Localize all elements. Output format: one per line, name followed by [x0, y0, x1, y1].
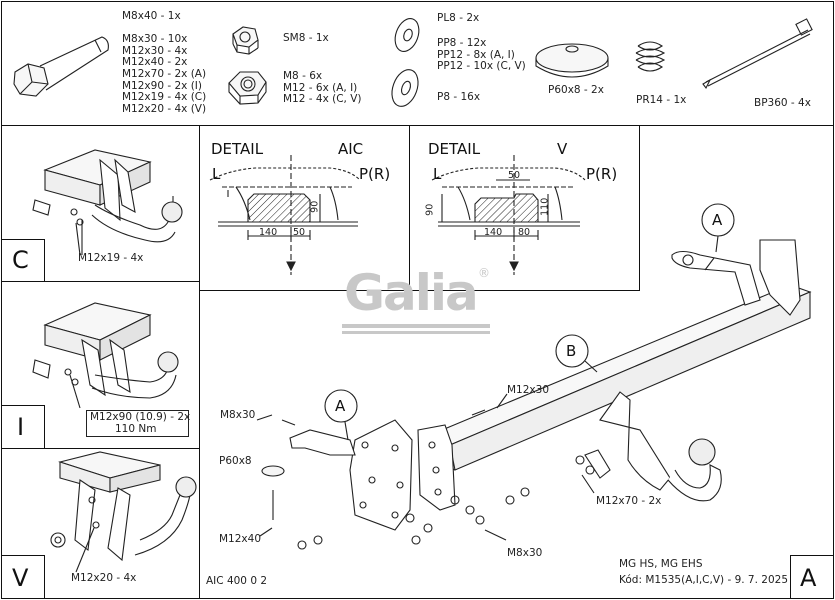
bolt-part-2: M8x30 - 10x: [122, 33, 188, 46]
detail-v-dim-80: 80: [518, 227, 531, 238]
detail-aic-dim-140: 140: [259, 227, 278, 238]
variant-v-box: [1, 555, 45, 599]
pp-part-list: PP8 - 12x PP12 - 8x (A, I) PP12 - 10x (C…: [437, 37, 526, 73]
variant-a-box: [790, 555, 834, 599]
bolt-part-4: M12x40 - 2x: [122, 56, 188, 69]
bolt-part-8: M12x20 - 4x (V): [122, 102, 207, 115]
pp-part-1: PP12 - 8x (A, I): [437, 48, 515, 61]
nut-part-list: M8 - 6x M12 - 6x (A, I) M12 - 4x (C, V): [283, 70, 362, 106]
detail-aic-left: L: [212, 165, 221, 183]
variant-v-letter: V: [12, 564, 29, 592]
bolt-part-5: M12x70 - 2x (A): [122, 67, 207, 80]
galia-logo-reg: ®: [478, 266, 490, 280]
bolt-icon: [13, 36, 109, 97]
variant-i-letter: I: [17, 413, 25, 441]
variant-c-letter: C: [12, 246, 29, 274]
variant-a-letter: A: [800, 564, 817, 592]
detail-v-dim-140: 140: [484, 227, 503, 238]
variant-i-torque-label: 110 Nm: [115, 423, 157, 435]
detail-aic-right: P(R): [359, 165, 391, 183]
pl8-label: PL8 - 2x: [437, 12, 480, 24]
nut-part-1: M12 - 6x (A, I): [283, 81, 358, 94]
variant-c-divider: [1, 281, 200, 282]
detail-v-right: P(R): [586, 165, 618, 183]
bp360-label: BP360 - 4x: [754, 97, 811, 109]
detail-v-dim-50: 50: [508, 170, 521, 181]
washer-small-icon: [394, 18, 420, 52]
detail-aic-title: DETAIL: [211, 140, 264, 158]
callout-b: B: [566, 342, 577, 360]
variant-c-bolt-label: M12x19 - 4x: [78, 252, 144, 264]
bolt-part-7: M12x19 - 4x (C): [122, 91, 207, 104]
galia-logo-underline-2: [342, 331, 490, 334]
pp-part-0: PP8 - 12x: [437, 37, 487, 49]
variant-i-divider: [1, 448, 200, 449]
assembly-m12x40: M12x40: [219, 533, 261, 545]
assembly-m12x70: M12x70 - 2x: [596, 495, 662, 507]
small-nut-icon: [232, 26, 259, 55]
sm8-label: SM8 - 1x: [283, 32, 329, 44]
variant-c-box: [1, 239, 45, 282]
footer-kod: Kód: M1535(A,I,C,V) - 9. 7. 2025: [619, 574, 789, 586]
washer-large-icon: [391, 69, 419, 107]
footer-code: AIC 400 0 2: [206, 575, 268, 587]
pr14-label: PR14 - 1x: [636, 94, 687, 106]
cable-tie-icon: [702, 18, 813, 90]
assembly-m12x30: M12x30: [507, 384, 549, 396]
bolt-part-0: M8x40 - 1x: [122, 10, 181, 22]
galia-logo: Galia ®: [340, 262, 492, 336]
detail-aic-code: AIC: [338, 140, 364, 158]
bolt-part-3: M12x30 - 4x: [122, 44, 188, 57]
detail-v-frame: [409, 125, 640, 291]
callout-a-top: A: [712, 211, 723, 229]
galia-logo-text: Galia: [344, 264, 479, 322]
detail-aic-dim-50: 50: [293, 227, 306, 238]
spring-washer-icon: [635, 41, 666, 72]
p60x8-part-label: P60x8 - 2x: [548, 84, 604, 96]
variant-v-drawing: [50, 451, 197, 573]
detail-v-code: V: [557, 140, 568, 158]
flat-washer-icon: [535, 43, 609, 78]
large-nut-icon: [228, 71, 267, 105]
assembly-m8x30-bottom: M8x30: [507, 547, 543, 559]
assembly-p60x8: P60x8: [219, 455, 252, 467]
detail-v-title: DETAIL: [428, 140, 481, 158]
variant-c-drawing: [32, 149, 183, 256]
nut-part-0: M8 - 6x: [283, 70, 323, 82]
bolt-part-list: M8x40 - 1x M8x30 - 10x M12x30 - 4x M12x4…: [122, 10, 207, 115]
assembly-m8x30-left: M8x30: [220, 409, 256, 421]
galia-logo-underline: [342, 324, 490, 328]
pp-part-2: PP12 - 10x (C, V): [437, 60, 526, 73]
variant-v-bolt-label: M12x20 - 4x: [71, 572, 137, 584]
variant-i-spec-box: [86, 410, 189, 437]
bolt-part-6: M12x90 - 2x (I): [122, 79, 202, 92]
nut-part-2: M12 - 4x (C, V): [283, 93, 362, 106]
variant-i-box: [1, 405, 45, 449]
p8-label: P8 - 16x: [437, 91, 481, 103]
footer-models: MG HS, MG EHS: [619, 558, 703, 570]
detail-v-left: L: [433, 165, 442, 183]
callout-a-left: A: [335, 397, 346, 415]
variant-i-drawing: [32, 302, 179, 409]
variant-column-frame: [1, 125, 200, 599]
variant-i-bolt-label: M12x90 (10.9) - 2x: [90, 411, 191, 423]
